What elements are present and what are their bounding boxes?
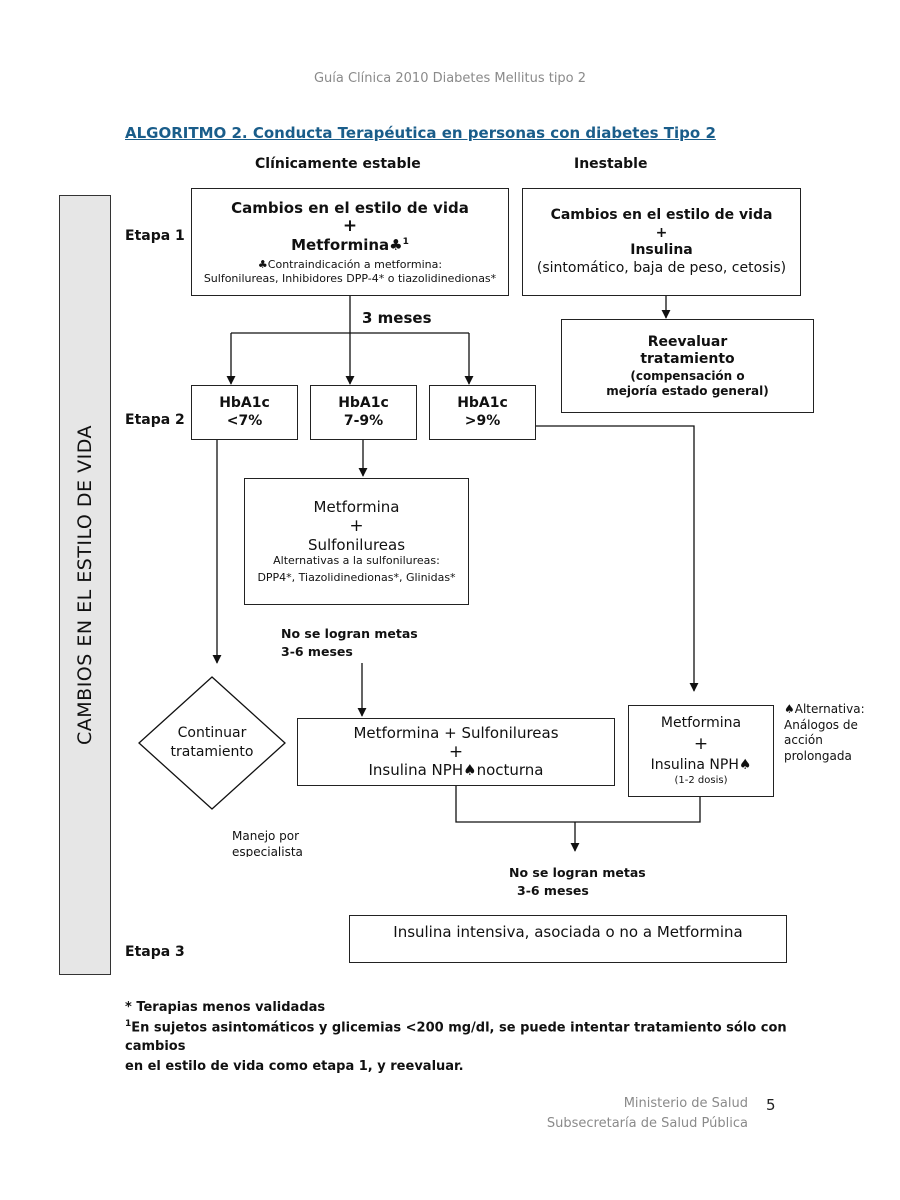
algorithm-title: ALGORITMO 2. Conducta Terapéutica en per… — [125, 124, 716, 142]
specialist-line-1: Manejo por — [232, 829, 300, 843]
unstable-conditions-text: (sintomático, baja de peso, cetosis) — [536, 259, 787, 276]
no-goals-duration: 3-6 meses — [517, 883, 589, 899]
nocturna-text: nocturna — [476, 761, 544, 780]
column-header-unstable: Inestable — [574, 156, 648, 172]
hba1c-value: 7-9% — [343, 412, 384, 429]
stage-3-label: Etapa 3 — [125, 944, 185, 960]
column-header-stable: Clínicamente estable — [255, 156, 421, 172]
dose-text: (1-2 dosis) — [674, 774, 728, 786]
metf-sulf-insulina-box: Metformina + Sulfonilureas + Insulina NP… — [297, 718, 615, 786]
compensation-text: (compensación o — [630, 368, 745, 383]
no-goals-text: No se logran metas — [281, 626, 418, 641]
alternative-line-3: acción — [784, 733, 823, 748]
alternative-heading: ♠Alternativa: — [784, 702, 865, 716]
no-goals-label-1: No se logran metas 3-6 meses — [281, 625, 418, 661]
alternatives-list: DPP4*, Tiazolidinedionas*, Glinidas* — [257, 571, 456, 585]
reevaluate-text: Reevaluar — [647, 333, 728, 350]
metformina-insulina-box: Metformina + Insulina NPH♠ (1-2 dosis) — [628, 705, 774, 797]
hba1c-label: HbA1c — [457, 395, 508, 411]
metf-sulf-text: Metformina + Sulfonilureas — [353, 723, 559, 742]
stable-initial-box: Cambios en el estilo de vida + Metformin… — [191, 188, 509, 296]
arrow-to-metf-ins — [536, 425, 699, 692]
alternative-note: ♠Alternativa: Análogos de acción prolong… — [784, 702, 865, 764]
hba1c-value: >9% — [464, 412, 501, 429]
metformina-sulfonilureas-box: Metformina + Sulfonilureas Alternativas … — [244, 478, 469, 605]
stage-2-label: Etapa 2 — [125, 412, 185, 428]
lifestyle-side-band: CAMBIOS EN EL ESTILO DE VIDA — [59, 195, 111, 975]
specialist-line-2: especialista — [232, 844, 303, 857]
hba1c-box-lt7: HbA1c <7% — [191, 385, 298, 440]
treatment-text: tratamiento — [640, 351, 735, 367]
footnote-less-validated: * Terapias menos validadas — [125, 1000, 326, 1015]
hba1c-label: HbA1c — [219, 395, 270, 411]
spade-icon: ♠ — [463, 761, 477, 780]
footer-ministry: Ministerio de Salud — [623, 1096, 748, 1111]
insulina-text: Insulina — [630, 242, 693, 258]
footnote-1-text: En sujetos asintomáticos y glicemias <20… — [125, 1019, 787, 1055]
no-goals-text: No se logran metas — [509, 865, 646, 880]
plus-sign: + — [342, 216, 358, 237]
continue-treatment-text: Continuar tratamiento — [150, 724, 274, 762]
footnote-1-line-1: 1En sujetos asintomáticos y glicemias <2… — [125, 1018, 805, 1057]
plus-sign: + — [655, 224, 668, 241]
continue-line: Continuar — [177, 725, 247, 741]
page-number: 5 — [766, 1096, 776, 1114]
unstable-lifestyle-text: Cambios en el estilo de vida — [550, 207, 773, 223]
footer-subsecretariat: Subsecretaría de Salud Pública — [546, 1115, 748, 1131]
no-goals-label-2: No se logran metas 3-6 meses — [509, 864, 646, 900]
club-icon: ♣ — [389, 236, 403, 255]
hba1c-label: HbA1c — [338, 395, 389, 411]
reevaluate-box: Reevaluar tratamiento (compensación o me… — [561, 319, 814, 413]
contraindication-alternatives: Sulfonilureas, Inhibidores DPP-4* o tiaz… — [203, 271, 497, 285]
hba1c-value: <7% — [226, 412, 263, 429]
stage-1-label: Etapa 1 — [125, 228, 185, 244]
plus-sign: + — [693, 734, 709, 755]
footnote-1-marker: 1 — [125, 1018, 132, 1029]
insulina-nph-text: Insulina NPH — [650, 757, 739, 774]
contraindication-note: ♣Contraindicación a metformina: — [257, 257, 443, 271]
insulina-nph-line: Insulina NPH♠ — [651, 757, 752, 775]
alternatives-heading: Alternativas a la sulfonilureas: — [273, 554, 440, 568]
intensive-insulin-text: Insulina intensiva, asociada o no a Metf… — [393, 923, 743, 941]
footnotes: * Terapias menos validadas 1En sujetos a… — [125, 998, 805, 1076]
hba1c-box-gt9: HbA1c >9% — [429, 385, 536, 440]
no-goals-duration: 3-6 meses — [281, 644, 353, 660]
continue-diamond — [138, 676, 286, 810]
spade-icon: ♠ — [738, 757, 752, 774]
footnote-ref: 1 — [402, 237, 409, 248]
merge-line — [455, 786, 701, 823]
specialist-note: Manejo por especialista — [232, 829, 322, 857]
treatment-line: tratamiento — [170, 743, 254, 760]
unstable-initial-box: Cambios en el estilo de vida + Insulina … — [522, 188, 801, 296]
sulfonilureas-text: Sulfonilureas — [307, 535, 406, 554]
plus-sign: + — [448, 741, 464, 762]
insulina-nph-nocturna-line: Insulina NPH♠nocturna — [369, 761, 544, 780]
intensive-insulin-box: Insulina intensiva, asociada o no a Metf… — [349, 915, 787, 963]
alternative-line-4: prolongada — [784, 748, 852, 763]
stable-lifestyle-text: Cambios en el estilo de vida — [231, 198, 469, 217]
plus-sign: + — [349, 515, 364, 536]
insulina-nph-text: Insulina NPH — [368, 761, 464, 780]
stable-metformina-line: Metformina♣1 — [291, 236, 409, 255]
improvement-text: mejoría estado general) — [606, 383, 769, 398]
alternative-line-2: Análogos de — [784, 717, 858, 732]
three-months-label: 3 meses — [362, 309, 432, 327]
metformina-text: Metformina — [660, 714, 742, 731]
metformina-text: Metformina — [313, 498, 400, 517]
metformina-text: Metformina — [291, 236, 390, 255]
page-footer: Ministerio de Salud Subsecretaría de Sal… — [547, 1094, 748, 1133]
footnote-1-line-2: en el estilo de vida como etapa 1, y ree… — [125, 1058, 464, 1074]
page-header: Guía Clínica 2010 Diabetes Mellitus tipo… — [313, 71, 587, 86]
hba1c-box-7-9: HbA1c 7-9% — [310, 385, 417, 440]
